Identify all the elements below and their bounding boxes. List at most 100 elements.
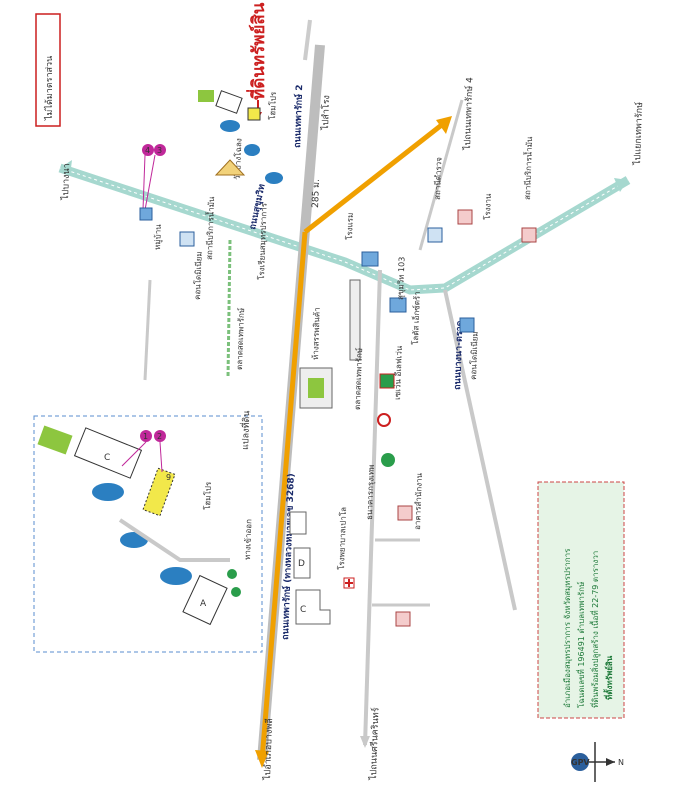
- parcel-yellow-top: [247, 107, 261, 121]
- dest-bang-phli: ไปอำเภอบางพลี: [262, 718, 275, 781]
- place-school: โรงเรียนสมุทรปราการ: [256, 202, 269, 280]
- temple-icon: [214, 159, 246, 176]
- place-hotel: โรงแรม: [344, 213, 355, 241]
- building-d: [293, 547, 311, 579]
- marker-1-label: 1: [143, 432, 148, 441]
- office-icon-left: [139, 207, 153, 221]
- side-road: [58, 163, 631, 295]
- condo-icon-left: [179, 231, 195, 247]
- building-d-small: [289, 511, 307, 535]
- marker-2-label: 2: [157, 432, 162, 441]
- dest-highway4: ไปถนนเทพารักษ์ 4: [461, 77, 476, 151]
- compass-north-label: N: [618, 758, 624, 767]
- inset-access-road: [118, 518, 230, 562]
- grey-road-top: [303, 19, 312, 61]
- place-homepro-top: โฮมโปร: [267, 91, 278, 120]
- side-road-arrow-right: [614, 178, 628, 192]
- place-lotus: โลตัส เอ็กซ์ตร้า: [410, 291, 422, 345]
- condo-icon-right: [459, 317, 475, 333]
- pond-top-3: [265, 172, 283, 184]
- dest-srinakarin: ไปถนนศรีนครินทร์: [367, 707, 382, 781]
- inset-frame: [33, 415, 263, 653]
- info-line-1: ที่ตั้งทรัพย์สิน: [603, 655, 614, 700]
- info-line-2: ที่ดินพร้อมสิ่งปลูกสร้าง เนื้อที่ 22-79 …: [589, 551, 601, 708]
- hospital-building: [295, 589, 331, 625]
- legend-text: ไม่ได้มาตราส่วน: [44, 56, 55, 121]
- dest-samrong: ไปสำโรง: [320, 95, 332, 131]
- compass-brand: GPV: [571, 758, 590, 767]
- seven-icon: [379, 373, 395, 389]
- market-building: [349, 279, 361, 361]
- place-gas-left: สถานีบริการน้ำมัน: [203, 196, 216, 260]
- inset-gas-icon-2: [231, 587, 241, 597]
- inset-parcel-green: [37, 425, 73, 455]
- inset-pond-3: [160, 567, 192, 585]
- place-office: อาคารสำนักงาน: [413, 472, 424, 530]
- place-market-left: ตลาดสดเทพารักษ์: [234, 308, 246, 371]
- place-gas-right: สถานีบริการน้ำมัน: [521, 136, 534, 200]
- place-condo-right: คอนโดมิเนียม: [468, 331, 480, 380]
- dest-sukhumvit-branch: ไปแยกเทพารักษ์: [631, 102, 645, 167]
- green-dashed-road: [226, 239, 232, 379]
- mall-building: [299, 367, 333, 409]
- mall-courtyard: [308, 378, 324, 398]
- place-factory: โรงงาน: [482, 193, 493, 220]
- place-village: หมู่บ้าน: [153, 224, 164, 250]
- road-label-theparak-2: ถนนเทพารักษ์ 2: [291, 84, 305, 148]
- building-d-label: D: [298, 559, 305, 569]
- bank-icon: [377, 413, 391, 427]
- office-icon-lower: [395, 611, 411, 627]
- grey-road-left: [143, 279, 152, 381]
- building-c-bottom-label: C: [300, 605, 306, 615]
- inset-parcel-a: [182, 574, 228, 626]
- place-bank: ธนาคารกรุงเทพ: [365, 464, 376, 520]
- info-line-4: อำเภอเมืองสมุทรปราการ จังหวัดสมุทรปราการ: [563, 548, 572, 708]
- inset-parcel-yellow: [142, 467, 176, 517]
- hospital-icon: [345, 579, 353, 587]
- inset-c-label: C: [104, 453, 110, 463]
- marker-2: [154, 430, 166, 442]
- place-hospital: โรงพยาบาลเปาโล: [336, 507, 348, 570]
- info-line-3: โฉนดเลขที่ 196491 ตำบลเทพารักษ์: [575, 582, 586, 708]
- inset-homepro: โฮมโปร: [202, 481, 213, 510]
- inset-gas-icon: [227, 569, 237, 579]
- hotel-icon: [361, 251, 379, 267]
- property-title: ที่ดินทรัพย์สิน: [246, 2, 269, 100]
- place-seven: เซเว่น อีเลฟเว่น: [393, 345, 404, 400]
- gas-icon-right: [521, 227, 537, 243]
- parcel-c-top: [215, 90, 243, 114]
- place-market: ตลาดสดเทพารักษ์: [352, 348, 364, 411]
- legend-box: [35, 13, 61, 127]
- marker-3-label: 3: [157, 146, 162, 155]
- inset-title: แปลงที่ดิน: [238, 410, 252, 450]
- gas-station-icon: [381, 453, 395, 467]
- main-road-highlight: [259, 231, 308, 761]
- marker-1-leader: [121, 441, 147, 467]
- grey-road-right: [443, 289, 517, 611]
- distance-label: 285 ม.: [311, 179, 322, 208]
- branch-road-highlight: [303, 118, 450, 234]
- factory-icon: [457, 209, 473, 225]
- police-icon: [427, 227, 443, 243]
- inset-a-label: A: [200, 599, 207, 609]
- office-icon-right: [397, 505, 413, 521]
- dest-bangkok: ไปบางนา: [60, 163, 72, 201]
- place-mall: ห้างสรรพสินค้า: [311, 307, 322, 360]
- grey-road-arrow: [360, 736, 370, 748]
- place-sukhumvit-soi: สุขุมวิท 103: [396, 257, 407, 300]
- parcel-green-top: [198, 90, 214, 102]
- grey-road-center: [363, 269, 382, 746]
- grey-road-upper-right: [418, 99, 464, 251]
- place-police: สถานีตำรวจ: [433, 157, 444, 200]
- marker-4-leader: [142, 154, 146, 211]
- info-box: [537, 481, 625, 719]
- place-temple: วัดบางโฉลง: [232, 138, 243, 180]
- pond-top-1: [220, 120, 240, 132]
- marker-4: [142, 144, 154, 156]
- branch-road-arrow: [436, 116, 452, 134]
- marker-2-leader: [159, 441, 163, 473]
- road-label-bangna: ถนนบางนา-ตราด: [453, 320, 465, 390]
- main-road-arrow-down: [255, 750, 269, 768]
